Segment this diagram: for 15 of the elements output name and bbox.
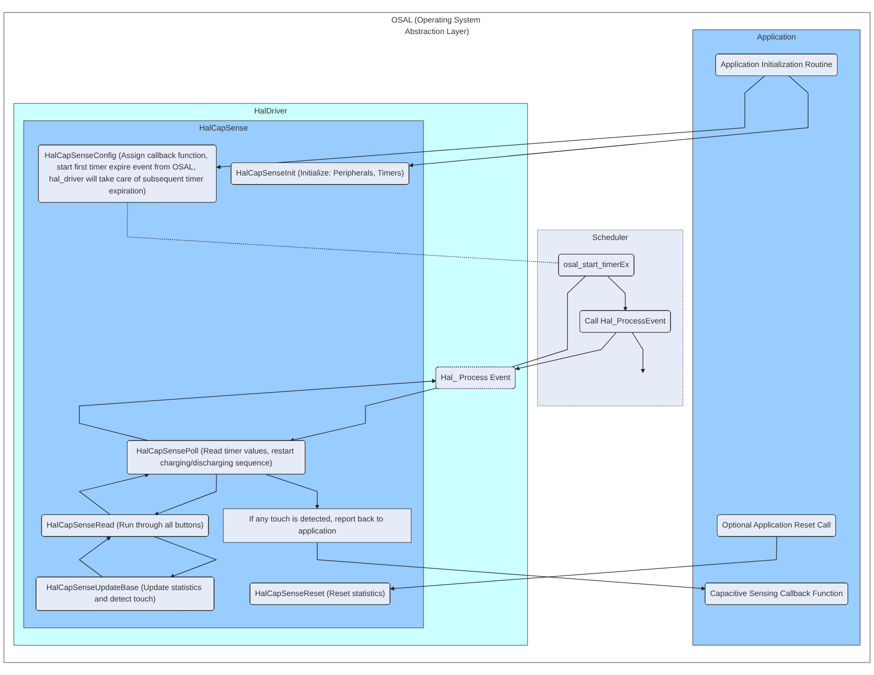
arrow bbox=[290, 388, 438, 442]
arrow bbox=[408, 76, 808, 168]
arrow bbox=[316, 542, 706, 591]
arrow bbox=[78, 473, 150, 516]
arrow bbox=[607, 276, 628, 311]
arrow bbox=[78, 536, 111, 578]
arrow bbox=[266, 474, 320, 509]
arrow bbox=[515, 332, 616, 370]
arrow bbox=[154, 474, 217, 516]
arrow bbox=[216, 76, 765, 170]
arrow bbox=[79, 378, 436, 442]
arrow bbox=[390, 536, 778, 591]
connector bbox=[126, 202, 560, 264]
arrow bbox=[632, 332, 646, 374]
arrow bbox=[154, 536, 218, 578]
